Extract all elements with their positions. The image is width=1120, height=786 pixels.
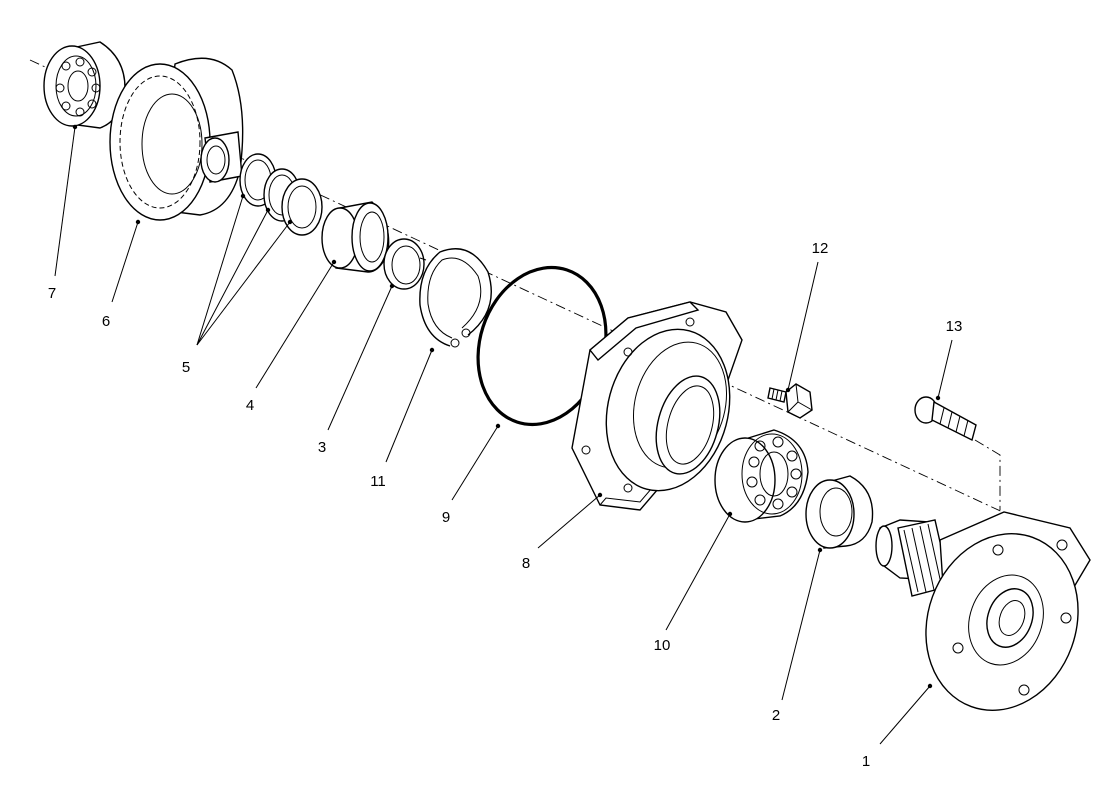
roller-bearing-end-part — [43, 41, 126, 129]
bearing-cup-part — [805, 475, 874, 549]
callout-8: 8 — [522, 555, 530, 572]
leader-10 — [665, 513, 731, 631]
callout-13: 13 — [946, 318, 963, 335]
callout-12: 12 — [812, 240, 829, 257]
flange-shaft-part — [875, 511, 1091, 711]
leader-11 — [385, 349, 433, 463]
leader-8 — [537, 494, 601, 549]
leader-4 — [255, 261, 335, 389]
leader-1 — [879, 685, 931, 745]
leader-9 — [451, 425, 499, 501]
leader-3 — [327, 285, 393, 431]
bushing-part — [383, 238, 427, 290]
callout-11: 11 — [370, 473, 386, 490]
callout-10: 10 — [654, 637, 671, 654]
stud-axis — [974, 439, 1001, 510]
bearing-race-part — [321, 201, 390, 273]
snap-ring-part — [419, 248, 492, 348]
housing-plate-part — [571, 301, 743, 511]
leader-lines — [54, 124, 953, 745]
callout-3: 3 — [318, 439, 326, 456]
leader-5b — [196, 209, 269, 346]
callout-6: 6 — [102, 313, 110, 330]
leader-12 — [787, 261, 819, 391]
assembly-axis — [29, 59, 1081, 549]
plug-bolt-part — [767, 383, 813, 419]
callout-7: 7 — [48, 285, 56, 302]
callout-5: 5 — [182, 359, 190, 376]
callout-4: 4 — [246, 397, 254, 414]
roller-bearing-part — [714, 429, 809, 523]
leader-5c — [196, 221, 291, 346]
leader-2 — [781, 549, 821, 701]
leader-5a — [196, 195, 244, 346]
callout-labels: 7 6 5 4 3 11 9 8 10 2 1 12 13 — [48, 240, 963, 770]
callout-2: 2 — [772, 707, 780, 724]
ring-gear-part — [109, 57, 244, 221]
shims-part — [239, 153, 323, 236]
callout-9: 9 — [442, 509, 450, 526]
leader-7 — [54, 126, 76, 277]
wheel-stud-part — [914, 396, 977, 442]
leader-6 — [111, 221, 139, 303]
callout-1: 1 — [862, 753, 870, 770]
leader-13 — [937, 339, 953, 399]
